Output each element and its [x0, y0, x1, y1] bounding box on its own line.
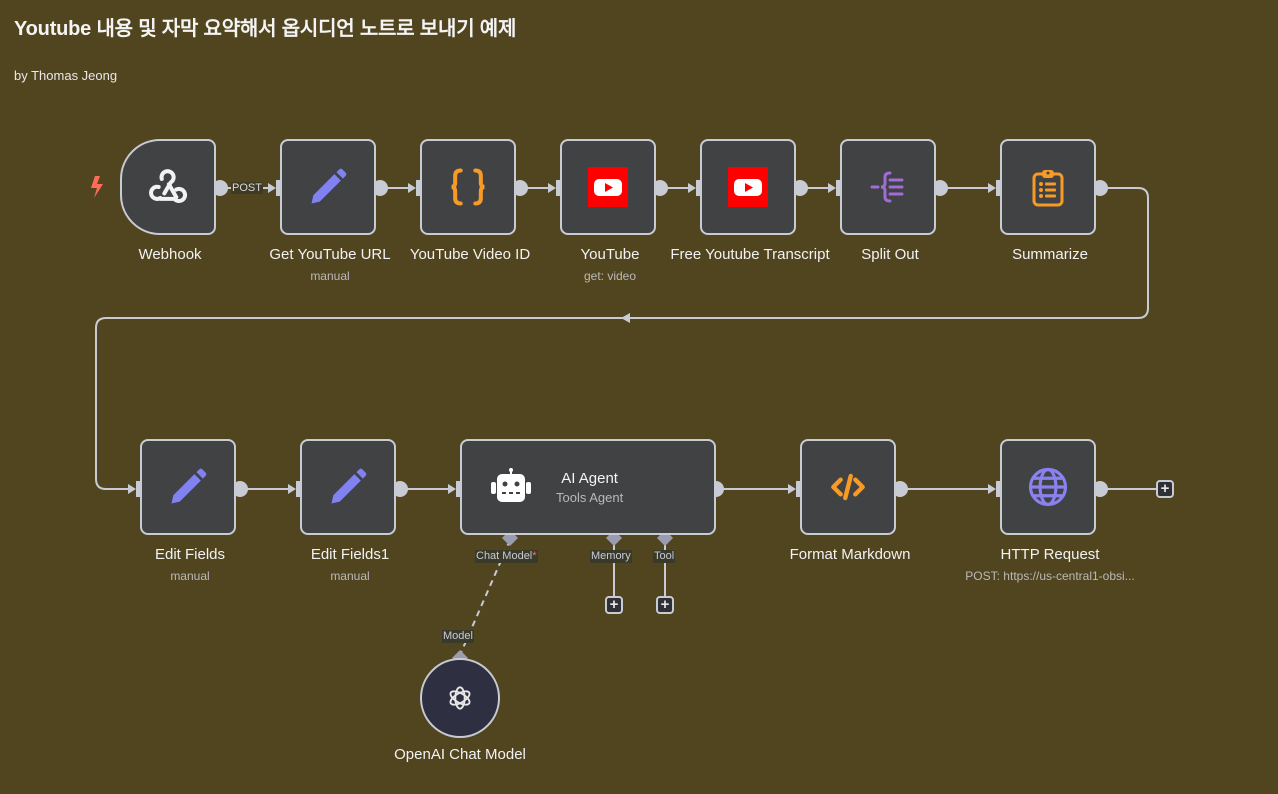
trigger-bolt-icon — [91, 176, 103, 198]
node-label-youtube-video-id: YouTube Video ID — [409, 246, 531, 263]
youtube-icon — [588, 167, 628, 207]
code-braces-icon — [451, 168, 485, 206]
node-label-format-markdown: Format Markdown — [789, 546, 911, 563]
node-format-markdown[interactable] — [800, 439, 896, 535]
node-ai-agent[interactable]: AI Agent Tools Agent — [460, 439, 716, 535]
node-get-youtube-url[interactable] — [280, 139, 376, 235]
robot-icon — [491, 468, 531, 502]
node-label-edit-fields1: Edit Fields1 — [310, 546, 390, 563]
add-memory-button[interactable]: + — [605, 596, 623, 614]
add-tool-button[interactable]: + — [656, 596, 674, 614]
node-label-http-request: HTTP Request — [1000, 546, 1100, 563]
pencil-icon — [171, 468, 207, 504]
split-out-icon — [870, 171, 904, 203]
node-free-youtube-transcript[interactable] — [700, 139, 796, 235]
node-edit-fields1[interactable] — [300, 439, 396, 535]
pencil-icon — [331, 468, 367, 504]
node-sub-edit-fields: manual — [170, 569, 210, 583]
node-label-split-out: Split Out — [861, 246, 919, 263]
webhook-icon — [149, 169, 188, 203]
node-split-out[interactable] — [840, 139, 936, 235]
node-sub-ai-agent: Tools Agent — [556, 489, 624, 505]
port-label-tool: Tool — [653, 550, 676, 563]
openai-icon — [449, 686, 471, 710]
node-webhook[interactable] — [120, 139, 216, 235]
node-youtube-video-id[interactable] — [420, 139, 516, 235]
port-label-chat-model: Chat Model* — [475, 550, 538, 563]
node-openai-chat-model[interactable] — [420, 658, 500, 738]
edge-label-post: POST — [231, 182, 263, 194]
workflow-author: by Thomas Jeong — [14, 68, 118, 83]
node-sub-edit-fields1: manual — [330, 569, 370, 583]
node-edit-fields[interactable] — [140, 439, 236, 535]
port-label-model: Model — [442, 630, 474, 643]
node-http-request[interactable] — [1000, 439, 1096, 535]
node-sub-http-request: POST: https://us-central1-obsi... — [965, 569, 1135, 583]
node-summarize[interactable] — [1000, 139, 1096, 235]
node-label-get-youtube-url: Get YouTube URL — [269, 246, 391, 263]
youtube-icon — [728, 167, 768, 207]
node-label-youtube: YouTube — [580, 246, 640, 263]
pencil-icon — [311, 168, 347, 204]
port-label-memory: Memory — [590, 550, 632, 563]
node-sub-youtube: get: video — [583, 269, 637, 283]
node-label-edit-fields: Edit Fields — [154, 546, 226, 563]
code-tag-icon — [831, 473, 865, 501]
clipboard-list-icon — [1032, 170, 1064, 207]
add-next-node-button[interactable]: + — [1156, 480, 1174, 498]
workflow-title: Youtube 내용 및 자막 요약해서 옵시디언 노트로 보내기 예제 — [14, 18, 517, 40]
node-label-summarize: Summarize — [1012, 246, 1088, 263]
node-youtube[interactable] — [560, 139, 656, 235]
node-label-ai-agent: AI Agent — [561, 469, 618, 487]
node-sub-get-youtube-url: manual — [310, 269, 350, 283]
globe-icon — [1028, 467, 1068, 507]
node-label-openai-chat-model: OpenAI Chat Model — [394, 746, 526, 763]
node-label-free-youtube-transcript: Free Youtube Transcript — [670, 246, 830, 263]
node-label-webhook: Webhook — [138, 246, 202, 263]
